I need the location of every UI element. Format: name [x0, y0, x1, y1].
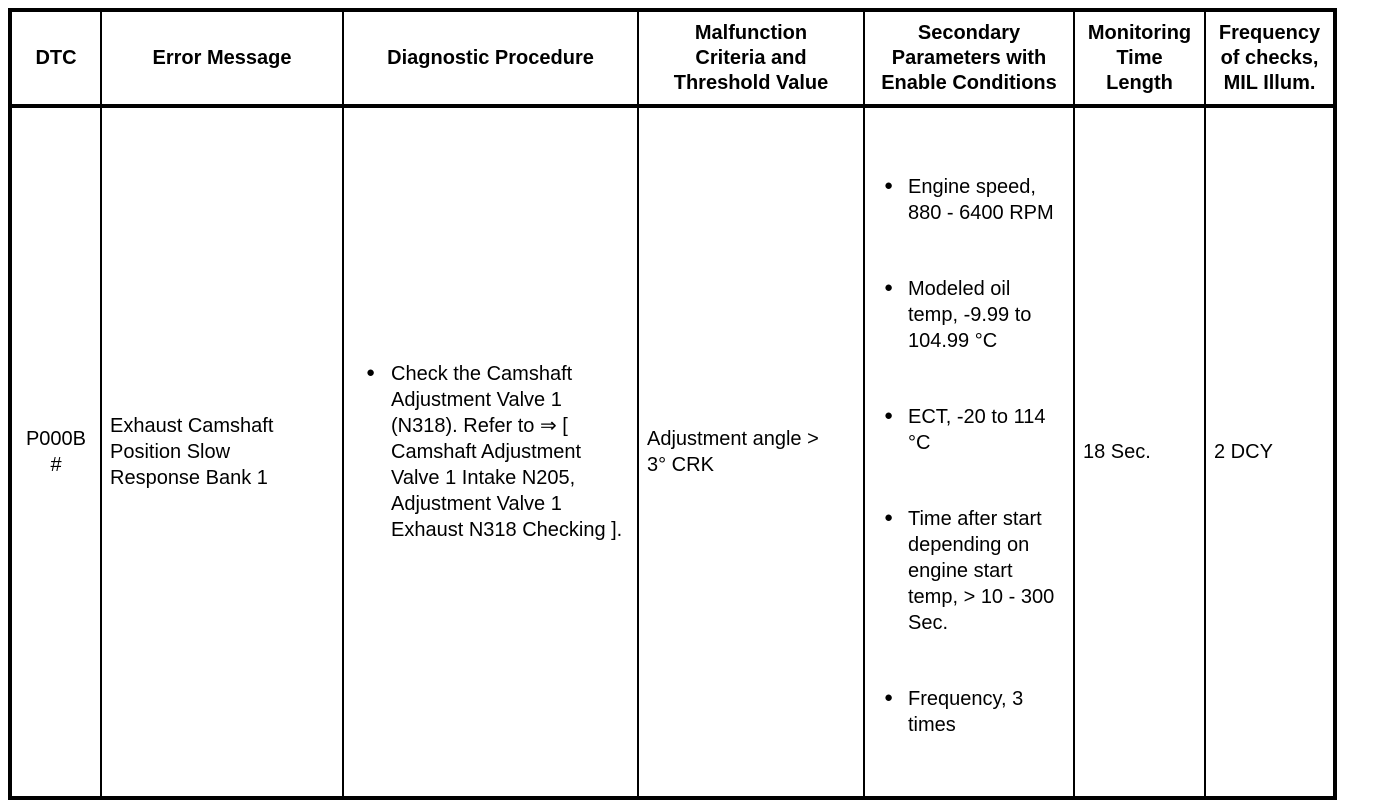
cell-secondary-parameters: Engine speed, 880 - 6400 RPM Modeled oil…: [863, 106, 1075, 798]
list-item: Engine speed, 880 - 6400 RPM: [882, 173, 1065, 226]
column-header-monitoring-time: Monitoring Time Length: [1073, 10, 1206, 108]
diagnostic-procedure-list: Check the Camshaft Adjustment Valve 1 (N…: [352, 335, 629, 569]
cell-dtc: P000B #: [9, 106, 102, 798]
column-header-secondary-parameters: Secondary Parameters with Enable Conditi…: [863, 10, 1075, 108]
list-item: Frequency, 3 times: [882, 685, 1065, 738]
header-row: DTC Error Message Diagnostic Procedure M…: [9, 10, 1336, 108]
cell-diagnostic-procedure: Check the Camshaft Adjustment Valve 1 (N…: [342, 106, 639, 798]
page-canvas: DTC Error Message Diagnostic Procedure M…: [0, 0, 1376, 628]
list-item: Check the Camshaft Adjustment Valve 1 (N…: [364, 360, 629, 543]
cell-malfunction-criteria: Adjustment angle > 3° CRK: [637, 106, 865, 798]
column-header-error-message: Error Message: [100, 10, 344, 108]
list-item: ECT, -20 to 114 °C: [882, 403, 1065, 456]
table-header: DTC Error Message Diagnostic Procedure M…: [9, 10, 1336, 108]
cell-frequency-of-checks: 2 DCY: [1204, 106, 1336, 798]
dtc-diagnostic-table: DTC Error Message Diagnostic Procedure M…: [8, 8, 1337, 800]
column-header-diagnostic-procedure: Diagnostic Procedure: [342, 10, 639, 108]
secondary-parameters-list: Engine speed, 880 - 6400 RPM Modeled oil…: [873, 148, 1065, 764]
table-body: P000B # Exhaust Camshaft Position Slow R…: [9, 106, 1336, 798]
table-row: P000B # Exhaust Camshaft Position Slow R…: [9, 106, 1336, 798]
cell-error-message: Exhaust Camshaft Position Slow Response …: [100, 106, 344, 798]
cell-monitoring-time-length: 18 Sec.: [1073, 106, 1206, 798]
column-header-dtc: DTC: [9, 10, 102, 108]
list-item: Modeled oil temp, -9.99 to 104.99 °C: [882, 275, 1065, 354]
column-header-frequency-of-checks: Frequency of checks, MIL Illum.: [1204, 10, 1336, 108]
list-item: Time after start depending on engine sta…: [882, 505, 1065, 636]
column-header-malfunction-criteria: Malfunction Criteria and Threshold Value: [637, 10, 865, 108]
